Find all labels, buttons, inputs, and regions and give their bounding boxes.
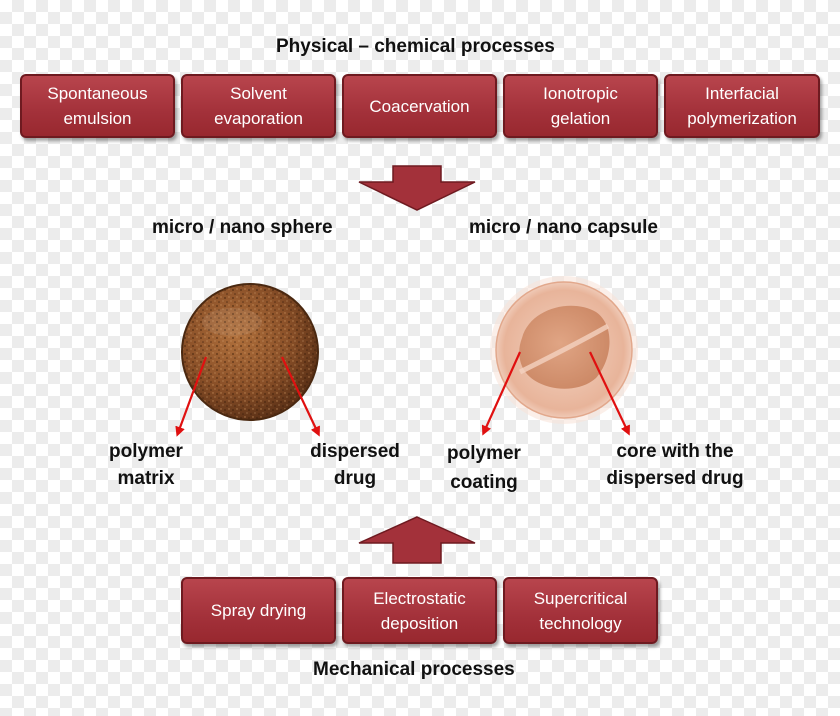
core-pointer <box>589 351 630 436</box>
capsule-illustration <box>490 276 638 424</box>
spontaneous-emulsion-box[interactable]: Spontaneous emulsion <box>20 74 175 138</box>
polymer-coating-pointer <box>481 351 522 436</box>
ionotropic-gelation-box[interactable]: Ionotropic gelation <box>503 74 658 138</box>
supercritical-technology-box[interactable]: Supercritical technology <box>503 577 658 644</box>
sphere-illustration <box>181 283 319 421</box>
solvent-evaporation-box[interactable]: Solvent evaporation <box>181 74 336 138</box>
label-line2: matrix <box>117 468 175 489</box>
box-label-line1: Ionotropic <box>543 84 618 103</box>
box-label-line2: emulsion <box>63 109 132 128</box>
spray-drying-box[interactable]: Spray drying <box>181 577 336 644</box>
box-label-line1: Spray drying <box>210 601 307 620</box>
capsule-title: micro / nano capsule <box>469 217 658 238</box>
mechanical-processes-title: Mechanical processes <box>313 659 515 680</box>
electrostatic-deposition-box[interactable]: Electrostatic deposition <box>342 577 497 644</box>
box-label-line1: Coacervation <box>369 96 470 116</box>
dispersed-drug-label: dispersed drug <box>292 438 418 493</box>
box-label-line1: Interfacial <box>705 84 779 103</box>
polymer-matrix-pointer <box>175 356 208 437</box>
dispersed-drug-pointer <box>281 356 320 437</box>
physical-processes-title: Physical – chemical processes <box>276 36 555 57</box>
box-label-line2: technology <box>539 613 622 633</box>
box-label-line2: gelation <box>550 109 611 128</box>
box-label-line1: Supercritical <box>533 588 628 608</box>
label-line1: dispersed <box>310 441 400 462</box>
sphere-title: micro / nano sphere <box>152 217 333 238</box>
down-arrow-icon <box>358 165 476 211</box>
label-line1: polymer <box>447 443 521 464</box>
polymer-matrix-label: polymer matrix <box>86 438 206 493</box>
box-label-line1: Electrostatic <box>373 588 466 608</box>
box-label-line2: deposition <box>380 613 459 633</box>
box-label-line1: Solvent <box>230 84 287 103</box>
label-line2: drug <box>333 468 377 489</box>
coacervation-box[interactable]: Coacervation <box>342 74 497 138</box>
label-line1: polymer <box>109 441 183 462</box>
core-label: core with the dispersed drug <box>596 438 754 493</box>
label-line1: core with the <box>616 441 734 462</box>
box-label-line2: evaporation <box>214 109 303 128</box>
label-line2: dispersed drug <box>606 468 744 489</box>
up-arrow-icon <box>358 516 476 564</box>
box-label-line1: Spontaneous <box>47 84 148 103</box>
box-label-line2: polymerization <box>687 109 797 128</box>
interfacial-polymerization-box[interactable]: Interfacial polymerization <box>664 74 820 138</box>
label-line2: coating <box>450 472 518 493</box>
polymer-coating-label: polymer coating <box>424 440 544 497</box>
